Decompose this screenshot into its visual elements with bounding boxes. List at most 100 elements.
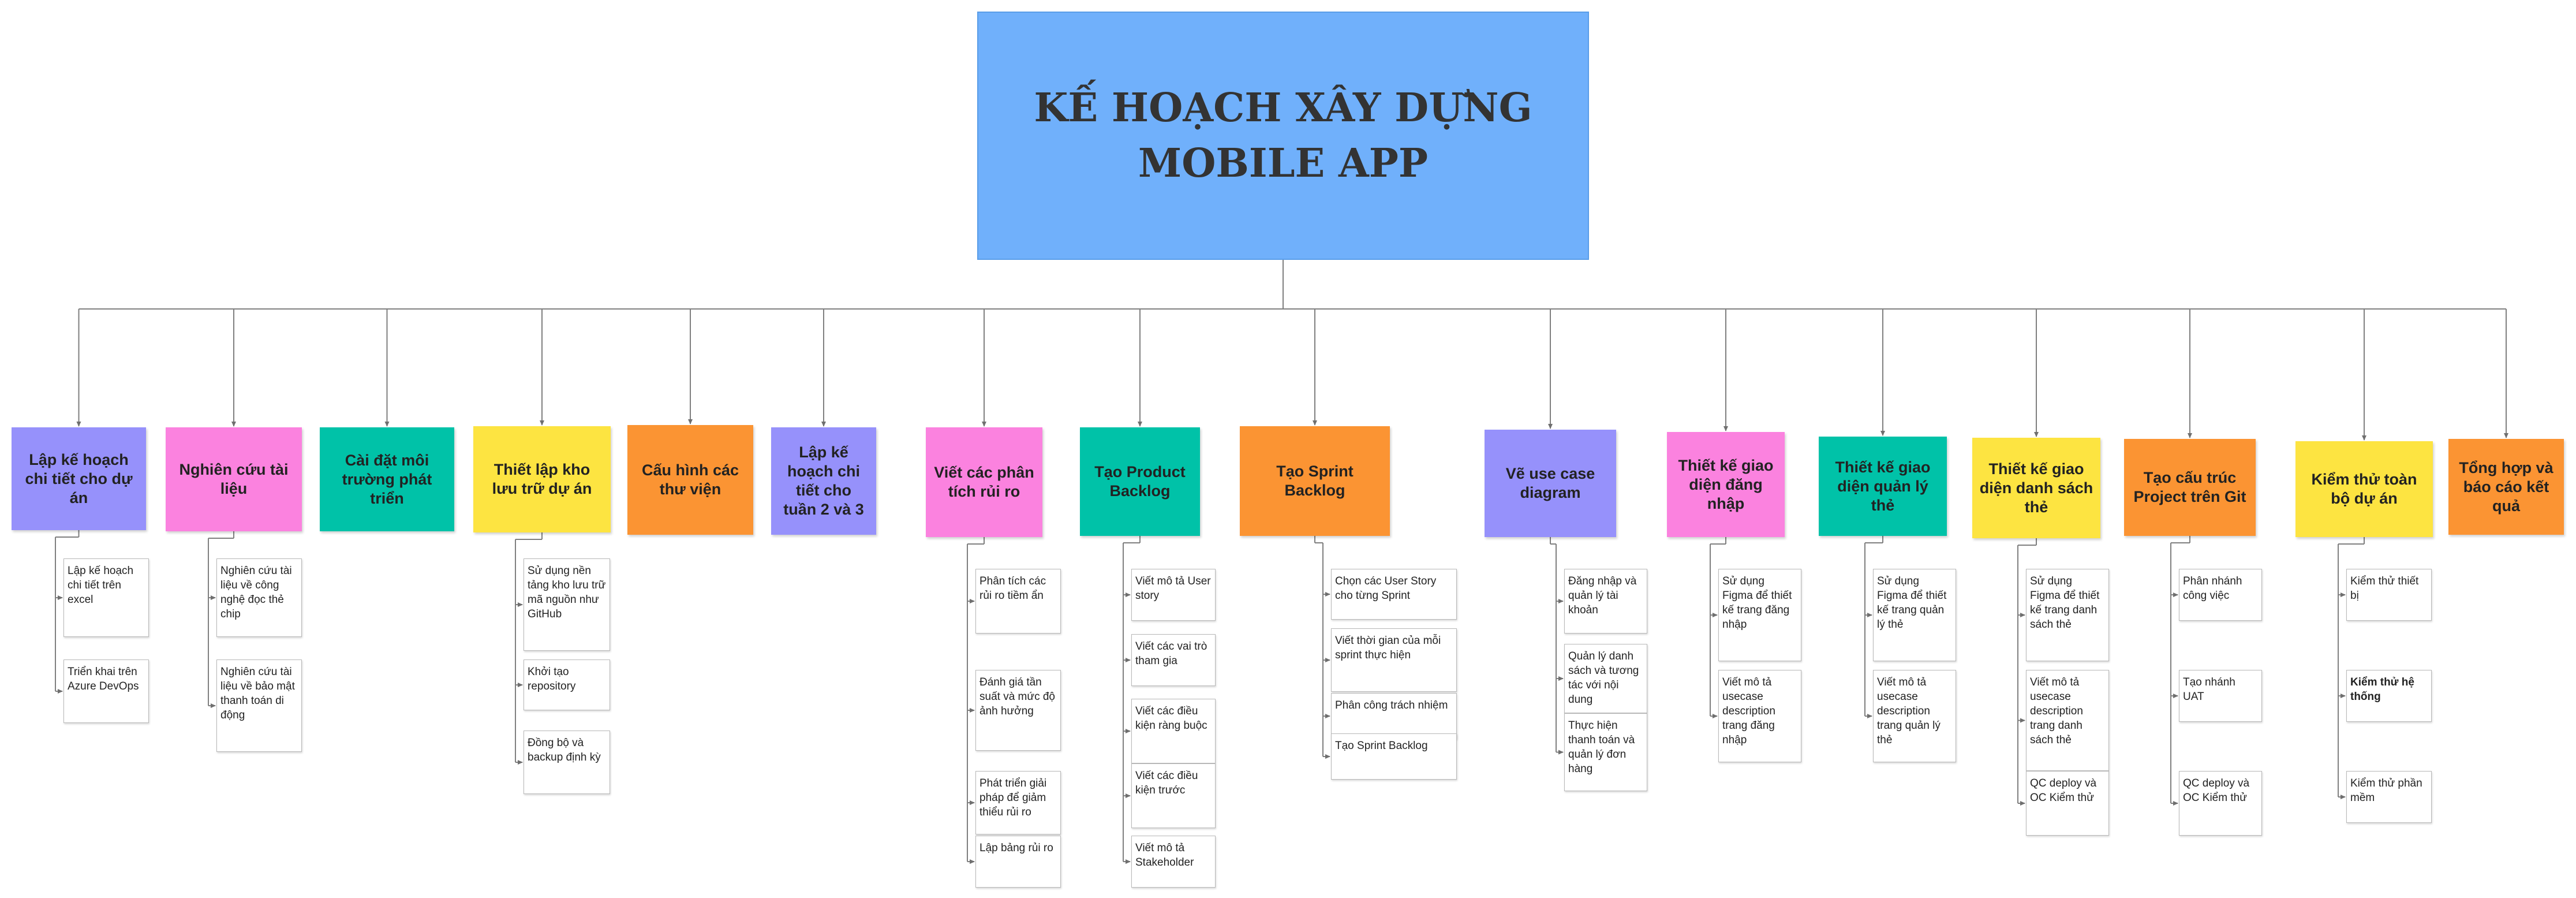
subtask-card: Kiểm thử thiết bị bbox=[2346, 569, 2432, 621]
subtask-card: Thực hiện thanh toán và quản lý đơn hàng bbox=[1564, 713, 1647, 791]
subtask-card: Lập bảng rủi ro bbox=[975, 836, 1061, 888]
subtask-label: Kiểm thử phần mềm bbox=[2350, 777, 2422, 804]
subtask-card: Phát triển giải pháp để giảm thiểu rủi r… bbox=[975, 771, 1061, 834]
task-node-c15: Kiểm thử toàn bộ dự án bbox=[2295, 441, 2433, 537]
task-label: Thiết kế giao diện quản lý thẻ bbox=[1835, 458, 1931, 514]
subtask-label: Viết mô tả usecase description trang dan… bbox=[2030, 676, 2083, 746]
subtask-card: Viết thời gian của mỗi sprint thực hiện bbox=[1331, 628, 1457, 692]
task-node-c1: Lập kế hoạch chi tiết cho dự án bbox=[12, 427, 146, 530]
subtask-card: Chọn các User Story cho từng Sprint bbox=[1331, 569, 1457, 620]
subtask-label: Viết các vai trò tham gia bbox=[1135, 640, 1207, 667]
task-label: Lập kế hoạch chi tiết cho dự án bbox=[25, 450, 133, 506]
task-node-c2: Nghiên cứu tài liệu bbox=[166, 427, 302, 531]
task-label: Cài đặt môi trường phát triển bbox=[342, 451, 432, 507]
subtask-card: Viết mô tả usecase description trang đăn… bbox=[1718, 670, 1801, 762]
subtask-card: Tạo Sprint Backlog bbox=[1331, 733, 1457, 780]
subtask-label: Sử dụng nền tảng kho lưu trữ mã nguồn nh… bbox=[528, 565, 606, 620]
subtask-card: Lập kế hoạch chi tiết trên excel bbox=[63, 558, 149, 637]
subtask-label: Phân tích các rủi ro tiềm ẩn bbox=[979, 575, 1046, 602]
subtask-card: Viết mô tả Stakeholder bbox=[1131, 836, 1216, 888]
subtask-label: Kiểm thử thiết bị bbox=[2350, 575, 2419, 602]
subtask-label: Nghiên cứu tài liệu về bảo mật thanh toá… bbox=[220, 666, 295, 721]
task-label: Viết các phân tích rủi ro bbox=[934, 464, 1034, 500]
subtask-card: Viết các vai trò tham gia bbox=[1131, 634, 1216, 686]
subtask-label: Triển khai trên Azure DevOps bbox=[68, 666, 139, 692]
subtask-card: Đồng bộ và backup định kỳ bbox=[524, 731, 610, 794]
task-label: Lập kế hoạch chi tiết cho tuần 2 và 3 bbox=[783, 444, 864, 518]
subtask-card: QC deploy và OC Kiểm thử bbox=[2026, 771, 2109, 836]
subtask-label: Sử dụng Figma để thiết kế trang quản lý … bbox=[1877, 575, 1947, 631]
subtask-label: Viết thời gian của mỗi sprint thực hiện bbox=[1335, 635, 1441, 661]
subtask-label: Viết các điều kiện trước bbox=[1135, 770, 1198, 796]
task-label: Kiểm thử toàn bộ dự án bbox=[2311, 471, 2417, 507]
subtask-card: Nghiên cứu tài liệu về bảo mật thanh toá… bbox=[216, 659, 302, 752]
subtask-label: Tạo Sprint Backlog bbox=[1335, 740, 1428, 752]
subtask-label: Nghiên cứu tài liệu về công nghệ đọc thẻ… bbox=[220, 565, 292, 620]
diagram-title: KẾ HOẠCH XÂY DỰNG MOBILE APP bbox=[978, 80, 1588, 191]
task-node-c8: Tạo Product Backlog bbox=[1080, 427, 1200, 536]
task-node-c11: Thiết kế giao diện đăng nhập bbox=[1667, 432, 1785, 537]
subtask-card: Quản lý danh sách và tương tác với nội d… bbox=[1564, 644, 1647, 713]
task-node-c3: Cài đặt môi trường phát triển bbox=[320, 427, 454, 531]
task-node-c10: Vẽ use case diagram bbox=[1485, 430, 1616, 537]
task-label: Tổng hợp và báo cáo kết quả bbox=[2459, 459, 2553, 515]
subtask-label: Phát triển giải pháp để giảm thiểu rủi r… bbox=[979, 777, 1047, 818]
task-label: Thiết lập kho lưu trữ dự án bbox=[492, 461, 592, 497]
subtask-label: Đồng bộ và backup định kỳ bbox=[528, 737, 601, 763]
title-line-2: MOBILE APP bbox=[1138, 140, 1429, 187]
subtask-card: Nghiên cứu tài liệu về công nghệ đọc thẻ… bbox=[216, 558, 302, 637]
subtask-card: Sử dụng nền tảng kho lưu trữ mã nguồn nh… bbox=[524, 558, 610, 651]
subtask-card: Triển khai trên Azure DevOps bbox=[63, 659, 149, 723]
task-label: Thiết kế giao diện danh sách thẻ bbox=[1979, 460, 2093, 516]
subtask-card: Đánh giá tần suất và mức độ ảnh hưởng bbox=[975, 670, 1061, 751]
subtask-card: Viết các điều kiện trước bbox=[1131, 763, 1216, 828]
task-node-c4: Thiết lập kho lưu trữ dự án bbox=[473, 426, 611, 532]
subtask-label: Sử dụng Figma để thiết kế trang đăng nhậ… bbox=[1722, 575, 1792, 631]
subtask-label: Lập kế hoạch chi tiết trên excel bbox=[68, 565, 134, 606]
subtask-label: Kiểm thử hệ thống bbox=[2350, 676, 2414, 703]
task-label: Thiết kế giao diện đăng nhập bbox=[1678, 456, 1774, 512]
subtask-card: QC deploy và OC Kiểm thử bbox=[2179, 771, 2262, 836]
subtask-label: Phân công trách nhiệm bbox=[1335, 699, 1448, 711]
subtask-card: Viết mô tả User story bbox=[1131, 569, 1216, 621]
subtask-label: QC deploy và OC Kiểm thử bbox=[2183, 777, 2250, 804]
subtask-label: QC deploy và OC Kiểm thử bbox=[2030, 777, 2097, 804]
task-node-c16: Tổng hợp và báo cáo kết quả bbox=[2448, 439, 2564, 535]
subtask-card: Sử dụng Figma để thiết kế trang danh sác… bbox=[2026, 569, 2109, 661]
subtask-label: Chọn các User Story cho từng Sprint bbox=[1335, 575, 1437, 602]
title-box: KẾ HOẠCH XÂY DỰNG MOBILE APP bbox=[977, 12, 1589, 260]
subtask-label: Thực hiện thanh toán và quản lý đơn hàng bbox=[1568, 720, 1635, 775]
task-node-c7: Viết các phân tích rủi ro bbox=[926, 427, 1042, 537]
subtask-card: Phân nhánh công việc bbox=[2179, 569, 2262, 621]
task-label: Cấu hình các thư viện bbox=[641, 461, 739, 498]
subtask-label: Viết mô tả Stakeholder bbox=[1135, 842, 1194, 869]
subtask-label: Viết các điều kiện ràng buộc bbox=[1135, 705, 1207, 732]
title-line-1: KẾ HOẠCH XÂY DỰNG bbox=[1034, 85, 1532, 131]
subtask-card: Sử dụng Figma để thiết kế trang quản lý … bbox=[1873, 569, 1956, 661]
task-label: Tạo Sprint Backlog bbox=[1276, 463, 1354, 499]
subtask-card: Đăng nhập và quản lý tài khoản bbox=[1564, 569, 1647, 634]
subtask-card: Kiểm thử phần mềm bbox=[2346, 771, 2432, 823]
subtask-label: Khởi tạo repository bbox=[528, 666, 576, 692]
task-node-c6: Lập kế hoạch chi tiết cho tuần 2 và 3 bbox=[771, 427, 876, 535]
subtask-label: Viết mô tả User story bbox=[1135, 575, 1211, 602]
subtask-card: Viết mô tả usecase description trang quả… bbox=[1873, 670, 1956, 762]
task-node-c12: Thiết kế giao diện quản lý thẻ bbox=[1819, 437, 1947, 536]
subtask-card: Phân tích các rủi ro tiềm ẩn bbox=[975, 569, 1061, 634]
task-label: Tạo cấu trúc Project trên Git bbox=[2133, 469, 2246, 505]
task-label: Nghiên cứu tài liệu bbox=[179, 461, 289, 497]
subtask-label: Sử dụng Figma để thiết kế trang danh sác… bbox=[2030, 575, 2100, 631]
subtask-label: Viết mô tả usecase description trang đăn… bbox=[1722, 676, 1775, 746]
subtask-label: Lập bảng rủi ro bbox=[979, 842, 1053, 854]
subtask-card: Viết các điều kiện ràng buộc bbox=[1131, 699, 1216, 763]
task-label: Tạo Product Backlog bbox=[1094, 463, 1186, 500]
task-label: Vẽ use case diagram bbox=[1505, 465, 1595, 501]
subtask-card: Sử dụng Figma để thiết kế trang đăng nhậ… bbox=[1718, 569, 1801, 661]
subtask-card: Phân công trách nhiệm bbox=[1331, 693, 1457, 739]
subtask-label: Phân nhánh công việc bbox=[2183, 575, 2242, 602]
subtask-label: Quản lý danh sách và tương tác với nội d… bbox=[1568, 650, 1639, 706]
subtask-label: Tạo nhánh UAT bbox=[2183, 676, 2235, 703]
task-node-c13: Thiết kế giao diện danh sách thẻ bbox=[1972, 438, 2100, 538]
